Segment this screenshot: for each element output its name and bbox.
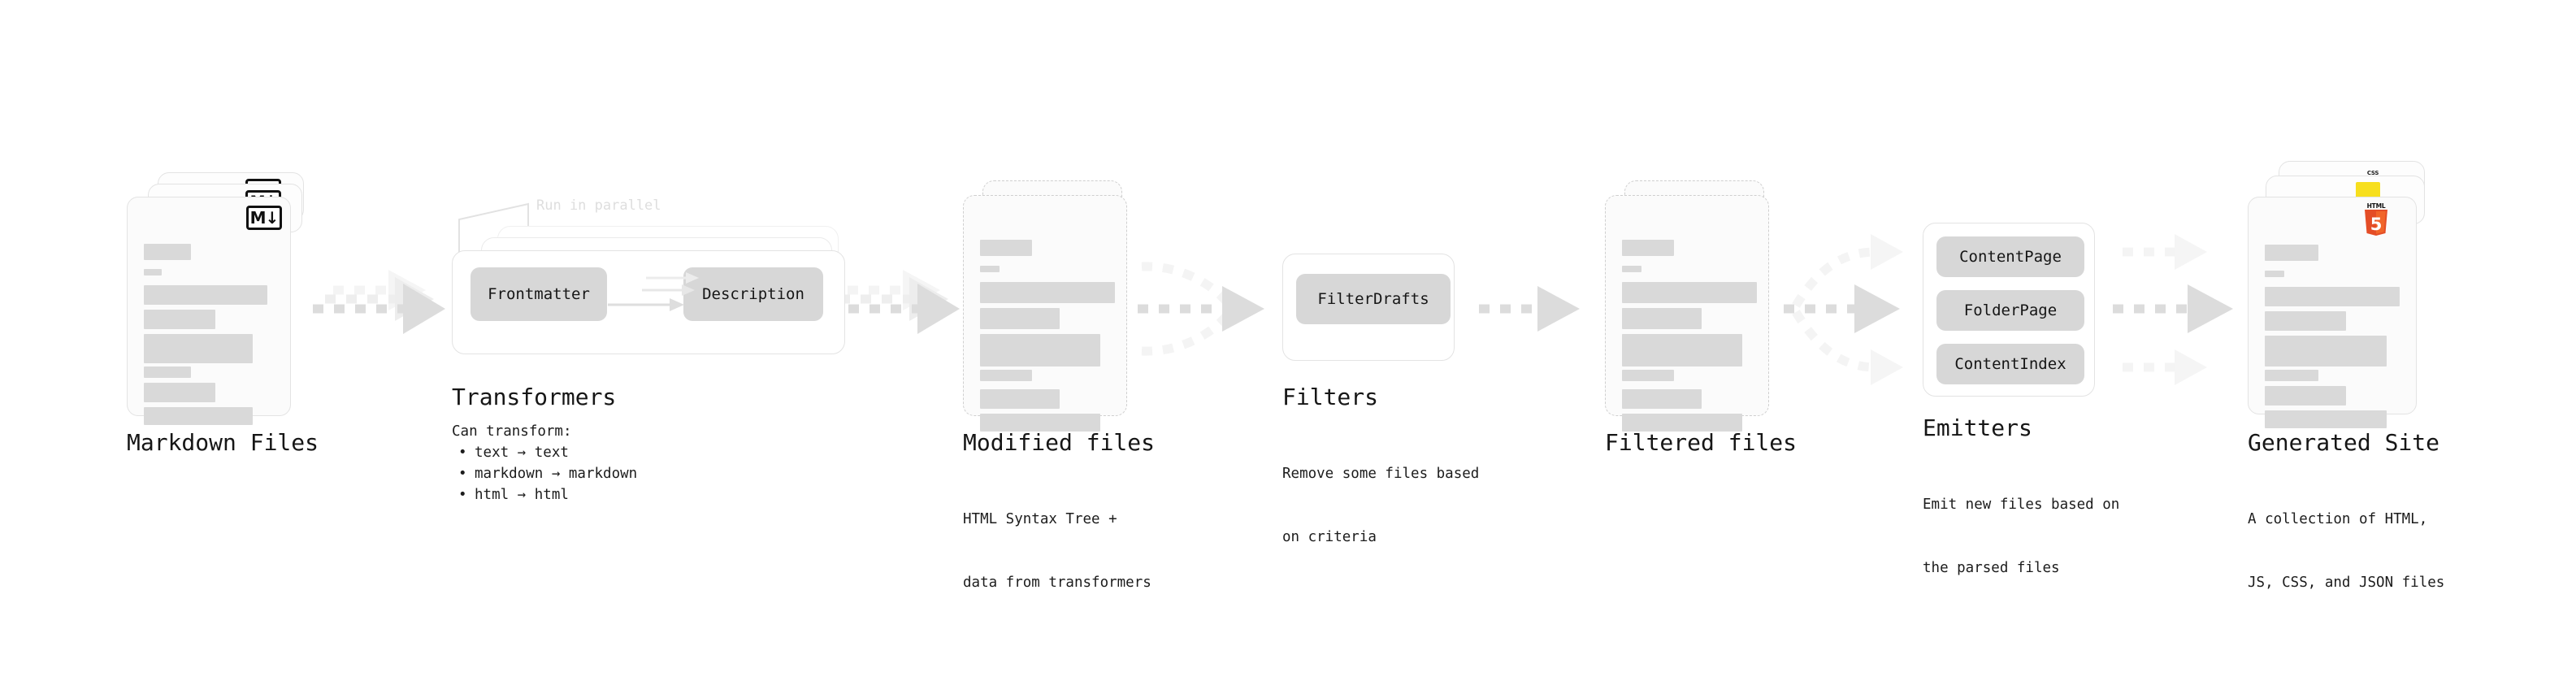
arrow-transformers-to-modified	[827, 270, 960, 334]
chip-contentpage[interactable]: ContentPage	[1936, 236, 2084, 277]
chip-contentindex-label: ContentIndex	[1954, 355, 2066, 373]
generated-site-subtitle-line-2: JS, CSS, and JSON files	[2248, 575, 2445, 591]
skeleton-line	[980, 266, 1000, 272]
modified-doc-front	[963, 195, 1127, 432]
bullet-text: markdown → markdown	[475, 466, 638, 482]
filtered-doc-stack	[1605, 180, 1792, 432]
js-icon	[2356, 182, 2380, 200]
skeleton-line	[1622, 370, 1674, 381]
chip-filterdrafts[interactable]: FilterDrafts	[1296, 274, 1451, 324]
skeleton-line	[144, 244, 191, 260]
skeleton-line	[980, 334, 1100, 367]
svg-text:5: 5	[2370, 215, 2383, 234]
skeleton-line	[980, 240, 1032, 256]
transformer-panel-front: Frontmatter Description	[452, 250, 845, 354]
chip-folderpage-label: FolderPage	[1963, 301, 2058, 319]
skeleton-line	[1622, 334, 1742, 367]
emitters-subtitle-line-1: Emit new files based on	[1923, 497, 2120, 513]
markdown-doc-front: M↓	[127, 197, 291, 425]
transformers-bullet-2: markdown → markdown	[452, 463, 637, 484]
generated-site-subtitle-line-1: A collection of HTML,	[2248, 511, 2428, 527]
skeleton-line	[2265, 271, 2284, 277]
transformers-bullet-3: html → html	[452, 484, 637, 505]
skeleton-line	[2265, 370, 2318, 381]
html5-shield-shape: 5	[2365, 210, 2387, 236]
filters-title: Filters	[1282, 384, 1379, 410]
chip-frontmatter-label: Frontmatter	[488, 285, 590, 303]
transformers-bullet-1: text → text	[452, 442, 637, 463]
css-icon-label: CSS	[2366, 170, 2379, 176]
skeleton-line	[980, 389, 1060, 409]
modified-files-subtitle-line-2: data from transformers	[963, 575, 1151, 591]
skeleton-line	[1622, 414, 1742, 432]
filters-subtitle-line-1: Remove some files based	[1282, 466, 1480, 482]
run-in-parallel-label: Run in parallel	[536, 197, 661, 214]
transformers-lead: Can transform:	[452, 423, 572, 440]
skeleton-line	[980, 370, 1032, 381]
chip-frontmatter[interactable]: Frontmatter	[471, 267, 607, 321]
site-doc-stack: CSS HTML 5	[2248, 161, 2443, 428]
skeleton-line	[980, 308, 1060, 329]
skeleton-line	[144, 269, 162, 275]
markdown-icon: M↓	[246, 206, 282, 230]
skeleton-line	[2265, 311, 2346, 331]
filters-panel: FilterDrafts	[1282, 254, 1455, 361]
chip-contentindex[interactable]: ContentIndex	[1936, 344, 2084, 384]
filters-subtitle-line-2: on criteria	[1282, 529, 1377, 545]
skeleton-line	[144, 285, 267, 305]
chip-folderpage[interactable]: FolderPage	[1936, 290, 2084, 331]
transformers-title: Transformers	[452, 384, 617, 410]
skeleton-line	[2265, 386, 2346, 406]
html5-icon: HTML 5	[2362, 202, 2390, 236]
skeleton-line	[144, 383, 215, 402]
markdown-doc-stack: M↓ M↓ M↓	[127, 172, 314, 425]
skeleton-line	[1622, 282, 1757, 303]
html5-icon-word: HTML	[2366, 202, 2386, 210]
transformers-bullet-list: text → text markdown → markdown html → h…	[452, 442, 637, 505]
bullet-text: text → text	[475, 445, 569, 461]
arrow-modified-to-filters	[1138, 262, 1264, 356]
skeleton-line	[1622, 266, 1641, 272]
filters-subtitle: Remove some files based on criteria	[1282, 421, 1479, 590]
markdown-files-title: Markdown Files	[127, 429, 319, 456]
markdown-icon-label: M↓	[249, 208, 280, 228]
skeleton-line	[1622, 308, 1702, 329]
emitters-panel: ContentPage FolderPage ContentIndex	[1923, 223, 2095, 397]
emitters-subtitle-line-2: the parsed files	[1923, 560, 2060, 576]
skeleton-line	[2265, 410, 2387, 428]
site-doc-front: HTML 5	[2248, 197, 2417, 428]
arrow-emitters-to-site	[2113, 234, 2233, 385]
skeleton-line	[2265, 287, 2400, 306]
skeleton-line	[144, 310, 215, 329]
chip-filterdrafts-label: FilterDrafts	[1317, 290, 1429, 308]
skeleton-line	[2265, 336, 2387, 367]
skeleton-line	[144, 334, 253, 363]
emitters-title: Emitters	[1923, 414, 2032, 441]
chip-description-label: Description	[702, 285, 804, 303]
arrow-markdown-to-transformers	[313, 270, 445, 334]
modified-doc-stack	[963, 180, 1150, 432]
arrow-filtered-to-emitters	[1784, 234, 1903, 385]
generated-site-title: Generated Site	[2248, 429, 2440, 456]
filtered-files-title: Filtered files	[1605, 429, 1798, 456]
skeleton-line	[2265, 245, 2318, 261]
modified-files-subtitle-line-1: HTML Syntax Tree +	[963, 511, 1117, 527]
bullet-text: html → html	[475, 487, 569, 503]
emitters-subtitle: Emit new files based on the parsed files	[1923, 452, 2119, 621]
skeleton-line	[1622, 240, 1674, 256]
generated-site-subtitle: A collection of HTML, JS, CSS, and JSON …	[2248, 466, 2444, 635]
skeleton-line	[1622, 389, 1702, 409]
skeleton-line	[980, 414, 1100, 432]
skeleton-line	[144, 367, 191, 378]
arrow-filters-to-filtered	[1479, 286, 1580, 332]
chip-description[interactable]: Description	[683, 267, 823, 321]
chip-contentpage-label: ContentPage	[1959, 248, 2062, 266]
filtered-doc-front	[1605, 195, 1769, 432]
skeleton-line	[980, 282, 1115, 303]
skeleton-line	[144, 407, 253, 425]
modified-files-subtitle: HTML Syntax Tree + data from transformer…	[963, 466, 1151, 635]
modified-files-title: Modified files	[963, 429, 1156, 456]
